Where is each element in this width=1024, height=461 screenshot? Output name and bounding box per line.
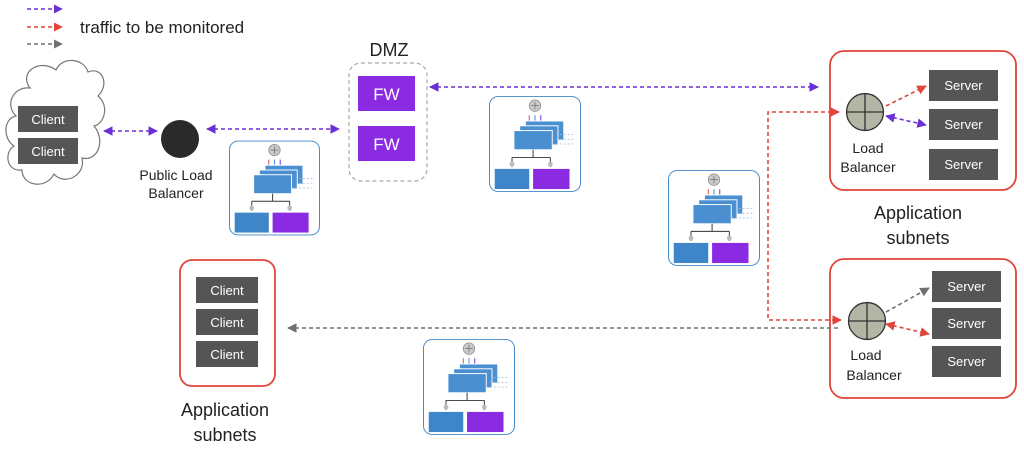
- subnet-client-3-label: Client: [210, 347, 244, 362]
- client-subnet-group: Client Client Client Application subnets: [179, 259, 276, 445]
- top-app-subnet-group: Load Balancer Server Server Server Appli…: [829, 50, 1017, 248]
- connectors: [103, 82, 930, 337]
- bottom-server-1[interactable]: Server: [932, 271, 1001, 302]
- public-lb-label-line1: Public Load: [139, 167, 212, 183]
- top-server-2[interactable]: Server: [929, 109, 998, 140]
- cloud-client-1[interactable]: Client: [18, 106, 78, 132]
- legend: traffic to be monitored: [27, 4, 244, 49]
- client-subnet-caption-line2: subnets: [193, 425, 256, 445]
- bottom-server-2[interactable]: Server: [932, 308, 1001, 339]
- arrow-top-lb-to-bottom-lb: [767, 107, 842, 325]
- packet-mirroring-icon-2: [489, 96, 581, 192]
- top-server-3[interactable]: Server: [929, 149, 998, 180]
- subnet-client-1-label: Client: [210, 283, 244, 298]
- client-cloud: Client Client: [5, 59, 106, 185]
- cloud-client-2-label: Client: [31, 144, 65, 159]
- public-load-balancer[interactable]: Public Load Balancer: [139, 120, 213, 201]
- top-app-caption-line2: subnets: [886, 228, 949, 248]
- top-server-1-label: Server: [944, 78, 983, 93]
- firewall-2[interactable]: FW: [358, 126, 415, 161]
- top-server-1[interactable]: Server: [929, 70, 998, 101]
- public-lb-label-line2: Balancer: [148, 185, 204, 201]
- bottom-app-subnet-group: Load Balancer Server Server Server: [829, 258, 1017, 399]
- firewall-2-label: FW: [373, 135, 399, 154]
- legend-label-monitored: traffic to be monitored: [80, 18, 244, 37]
- bottom-server-3-label: Server: [947, 354, 986, 369]
- firewall-1-label: FW: [373, 85, 399, 104]
- top-load-balancer-icon[interactable]: [845, 92, 885, 132]
- subnet-client-2-label: Client: [210, 315, 244, 330]
- cloud-client-1-label: Client: [31, 112, 65, 127]
- top-server-3-label: Server: [944, 157, 983, 172]
- public-lb-node: [161, 120, 199, 158]
- packet-mirroring-icon-4: [423, 339, 515, 435]
- subnet-client-1[interactable]: Client: [196, 277, 258, 303]
- packet-mirroring-icon-3: [668, 170, 760, 266]
- top-lb-label-line2: Balancer: [840, 159, 896, 175]
- top-lb-label-line1: Load: [852, 140, 883, 156]
- bottom-server-1-label: Server: [947, 279, 986, 294]
- arrow-bottom-lb-server-1: [885, 287, 930, 313]
- bottom-server-2-label: Server: [947, 316, 986, 331]
- arrow-bottom-lb-server-2: [885, 321, 930, 337]
- arrow-top-lb-server-1: [885, 85, 927, 107]
- dmz-group: DMZ FW FW: [348, 40, 428, 182]
- top-app-caption-line1: Application: [874, 203, 962, 223]
- packet-mirroring-icon-1: [229, 140, 320, 236]
- top-server-2-label: Server: [944, 117, 983, 132]
- subnet-client-3[interactable]: Client: [196, 341, 258, 367]
- dmz-title: DMZ: [370, 40, 409, 60]
- bottom-lb-label-line2: Balancer: [846, 367, 902, 383]
- bottom-lb-label-line1: Load: [850, 347, 881, 363]
- subnet-client-2[interactable]: Client: [196, 309, 258, 335]
- cloud-client-2[interactable]: Client: [18, 138, 78, 164]
- bottom-server-3[interactable]: Server: [932, 346, 1001, 377]
- firewall-1[interactable]: FW: [358, 76, 415, 111]
- bottom-load-balancer-icon[interactable]: [847, 301, 887, 341]
- client-subnet-caption-line1: Application: [181, 400, 269, 420]
